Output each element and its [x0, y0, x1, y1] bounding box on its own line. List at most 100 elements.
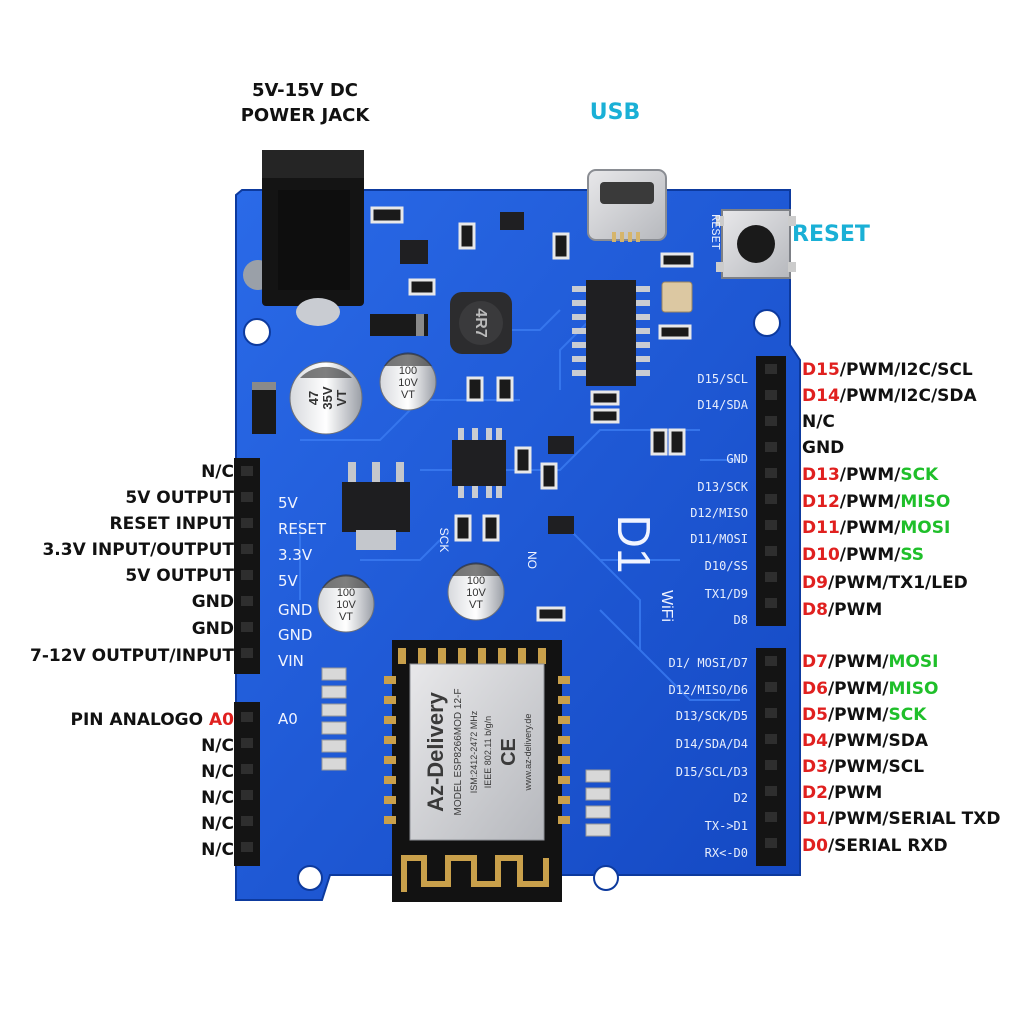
- pin-function: GND: [802, 438, 845, 458]
- capacitor-100uf-bottom-mid: 100 10V VT: [447, 562, 505, 621]
- pin-name: D12: [802, 492, 840, 512]
- inductor: 4R7: [450, 292, 512, 354]
- pin-function: N/C: [201, 840, 234, 860]
- silk-pin-label: D2: [733, 791, 748, 805]
- diode-left: [252, 382, 276, 434]
- right-pin-label: D6/PWM/MISO: [802, 679, 938, 699]
- cap-bm-vt: VT: [469, 599, 483, 611]
- left-pin-label: N/C: [201, 814, 234, 834]
- capacitor-47uf: 47 35V VT: [289, 361, 363, 435]
- silk-pin-label: RESET: [278, 520, 327, 538]
- silk-pin-label: A0: [278, 710, 298, 728]
- left-pin-label: 3.3V INPUT/OUTPUT: [42, 540, 234, 560]
- pin-spi-function: SS: [900, 545, 925, 565]
- pin-function: /SERIAL RXD: [827, 836, 948, 856]
- pin-function: N/C: [201, 736, 234, 756]
- cap-bl-vt: VT: [339, 611, 353, 623]
- pin-function: /PWM/: [827, 652, 889, 672]
- silk-pin-label: VIN: [278, 652, 304, 670]
- right-pin-label: D1/PWM/SERIAL TXD: [802, 809, 1001, 829]
- pin-name: D8: [802, 600, 828, 620]
- pin-name: D9: [802, 573, 828, 593]
- cap-bm-voltage: 10V: [466, 587, 486, 599]
- right-pin-label: D4/PWM/SDA: [802, 731, 928, 751]
- right-pin-label: D15/PWM/I2C/SCL: [802, 360, 973, 380]
- left-pin-label: 7-12V OUTPUT/INPUT: [30, 646, 234, 666]
- pin-function: /PWM/TX1/LED: [827, 573, 968, 593]
- capacitor-100uf-bottom-left: 100 10V VT: [317, 574, 375, 633]
- pin-function: /PWM/I2C/SDA: [839, 386, 977, 406]
- cap-bm-value: 100: [467, 575, 485, 587]
- power-jack-label-line2: POWER JACK: [240, 105, 370, 126]
- pin-function: 7-12V OUTPUT/INPUT: [30, 646, 234, 666]
- pin-function: /PWM: [827, 783, 883, 803]
- pcb-antenna: [401, 855, 549, 892]
- pin-function: /PWM/: [827, 705, 889, 725]
- right-pin-label: D11/PWM/MOSI: [802, 518, 950, 538]
- silk-pin-label: 3.3V: [278, 546, 313, 564]
- left-pin-label: N/C: [201, 462, 234, 482]
- pin-spi-function: SCK: [888, 705, 927, 725]
- usb-serial-chip: [572, 280, 650, 386]
- reset-button: [716, 209, 796, 279]
- voltage-regulator: [342, 462, 410, 550]
- silk-pin-label: GND: [278, 626, 313, 644]
- pin-function: GND: [191, 619, 234, 639]
- pin-function: 5V OUTPUT: [125, 566, 234, 586]
- right-pin-label: D10/PWM/SS: [802, 545, 924, 565]
- cap-left-voltage: 35V: [320, 386, 335, 409]
- silk-pin-label: D12/MISO: [690, 506, 748, 520]
- silk-pin-label: D13/SCK/D5: [675, 709, 748, 723]
- power-jack-label: 5V-15V DC POWER JACK: [210, 78, 400, 128]
- module-model: MODEL ESP8266MOD 12-F: [453, 689, 464, 816]
- pin-function: /PWM/: [839, 492, 901, 512]
- pin-function: N/C: [201, 814, 234, 834]
- inductor-label: 4R7: [472, 308, 489, 337]
- soic-chip: [452, 428, 506, 498]
- crystal: [661, 281, 693, 313]
- silk-pin-label: D15/SCL/D3: [675, 765, 748, 779]
- right-pin-label: D14/PWM/I2C/SDA: [802, 386, 977, 406]
- silk-pin-label: TX->D1: [704, 819, 748, 833]
- pin-name: D14: [802, 386, 840, 406]
- pin-name: D7: [802, 652, 828, 672]
- left-pin-label: N/C: [201, 762, 234, 782]
- pin-function: N/C: [201, 462, 234, 482]
- pin-spi-function: MISO: [900, 492, 951, 512]
- usb-connector: [587, 169, 667, 242]
- pin-spi-function: MISO: [888, 679, 939, 699]
- header-pin-holes: [241, 466, 253, 852]
- silk-pin-label: D11/MOSI: [690, 532, 748, 546]
- right-pin-label: D7/PWM/MOSI: [802, 652, 938, 672]
- pin-function: /PWM/SERIAL TXD: [827, 809, 1001, 829]
- pin-function: /PWM/SDA: [827, 731, 929, 751]
- silk-reset: RESET: [708, 214, 722, 250]
- pin-function: /PWM/: [839, 518, 901, 538]
- right-pin-label: D0/SERIAL RXD: [802, 836, 948, 856]
- pin-function: /PWM/: [827, 679, 889, 699]
- left-pin-label: 5V OUTPUT: [125, 488, 234, 508]
- left-pin-label: N/C: [201, 736, 234, 756]
- left-pin-label: RESET INPUT: [110, 514, 235, 534]
- right-pin-label: D12/PWM/MISO: [802, 492, 950, 512]
- right-pin-label: D9/PWM/TX1/LED: [802, 573, 968, 593]
- pin-name: A0: [209, 710, 234, 730]
- left-pin-label: N/C: [201, 840, 234, 860]
- module-brand: Az-Delivery: [423, 691, 448, 812]
- right-pin-label: D13/PWM/SCK: [802, 465, 938, 485]
- pin-function: N/C: [201, 762, 234, 782]
- pin-spi-function: SCK: [900, 465, 939, 485]
- header-pin-holes-right: [765, 364, 777, 848]
- left-pin-label: 5V OUTPUT: [125, 566, 234, 586]
- cap-top-voltage: 10V: [398, 377, 418, 389]
- module-ism: ISM:2412-2472 MHz: [469, 710, 479, 793]
- silk-wifi: WiFi: [658, 590, 675, 622]
- module-url: www.az-delivery.de: [523, 714, 533, 792]
- pin-name: D0: [802, 836, 828, 856]
- pin-function: 3.3V INPUT/OUTPUT: [42, 540, 234, 560]
- sot-transistors: [400, 212, 574, 534]
- pin-name: D11: [802, 518, 840, 538]
- right-pin-label: D2/PWM: [802, 783, 882, 803]
- pin-function: /PWM/: [839, 545, 901, 565]
